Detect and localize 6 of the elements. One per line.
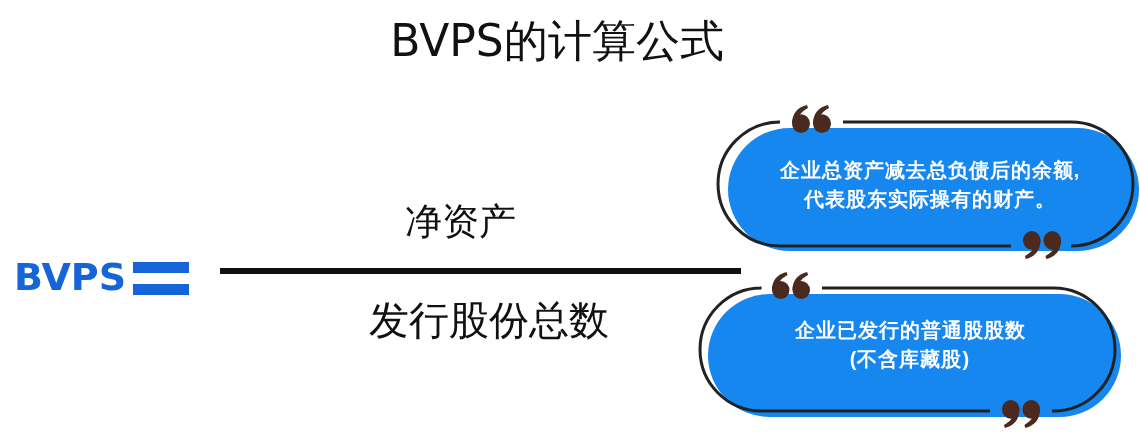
- formula-term: BVPS: [14, 254, 127, 300]
- bubble-text: 企业已发行的普通股股数(不含库藏股): [793, 318, 1027, 372]
- bubble-text: 企业总资产减去总负债后的余额,代表股东实际操有的财产。: [778, 158, 1082, 212]
- denominator-text: 发行股份总数: [369, 296, 609, 344]
- diagram-title: BVPS的计算公式: [389, 14, 725, 68]
- numerator-text: 净资产: [404, 199, 516, 245]
